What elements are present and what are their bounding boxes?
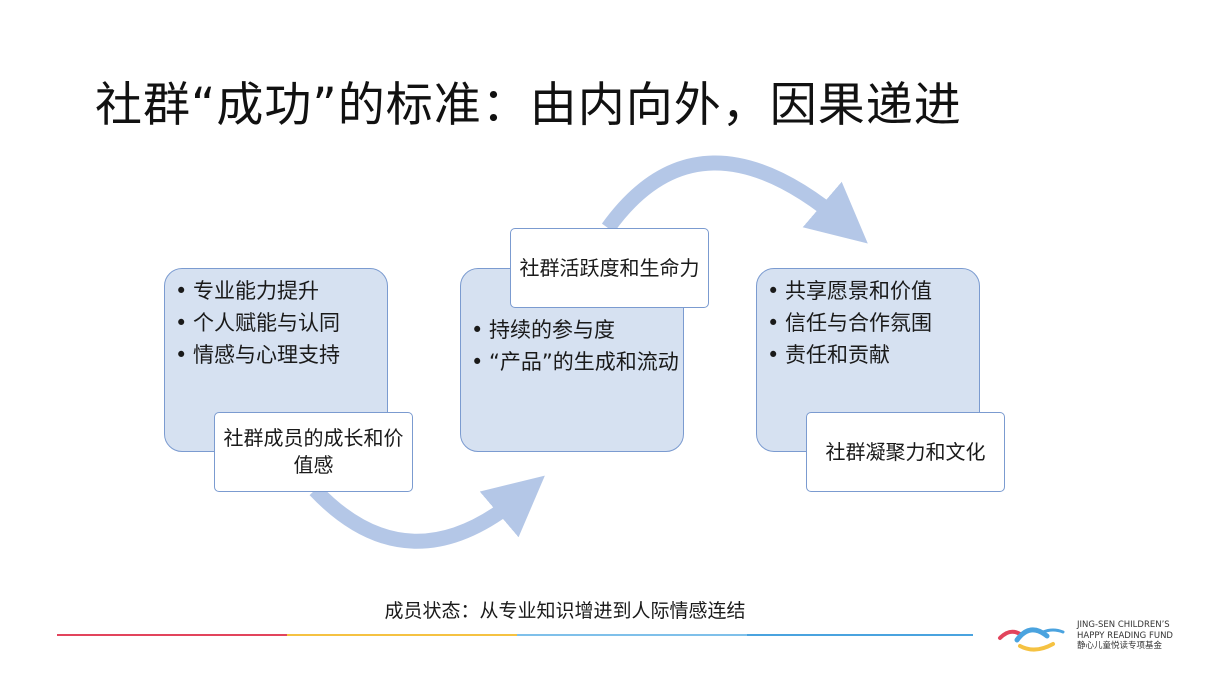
divider-lightblue	[517, 634, 747, 636]
logo-line-1: JING-SEN CHILDREN’S	[1077, 620, 1170, 630]
list-item: 个人赋能与认同	[171, 307, 387, 339]
logo-line-2: HAPPY READING FUND	[1077, 630, 1173, 641]
logo-text: JING-SEN CHILDREN’S HAPPY READING FUND 静…	[1077, 620, 1173, 652]
arrow-bottom	[309, 475, 545, 549]
label-community-culture: 社群凝聚力和文化	[806, 412, 1005, 492]
logo-line-3: 静心儿童悦读专项基金	[1077, 641, 1163, 651]
footer-caption: 成员状态：从专业知识增进到人际情感连结	[384, 600, 746, 622]
list-item: 专业能力提升	[171, 275, 387, 307]
label-member-growth: 社群成员的成长和价值感	[214, 412, 413, 492]
list-item: 信任与合作氛围	[763, 307, 979, 339]
divider-blue	[747, 634, 973, 636]
slide-title: 社群“成功”的标准：由内向外，因果递进	[95, 78, 962, 133]
logo-icon	[998, 627, 1065, 652]
list-item: 持续的参与度	[467, 314, 683, 346]
divider-yellow	[287, 634, 517, 636]
arrow-top	[601, 155, 868, 244]
list-item: 情感与心理支持	[171, 339, 387, 371]
list-item: 共享愿景和价值	[763, 275, 979, 307]
panel-member-growth: 专业能力提升 个人赋能与认同 情感与心理支持	[164, 268, 388, 452]
list-item: “产品”的生成和流动	[467, 346, 683, 378]
list-item: 责任和贡献	[763, 339, 979, 371]
divider-red	[57, 634, 287, 636]
label-community-vitality: 社群活跃度和生命力	[510, 228, 709, 308]
